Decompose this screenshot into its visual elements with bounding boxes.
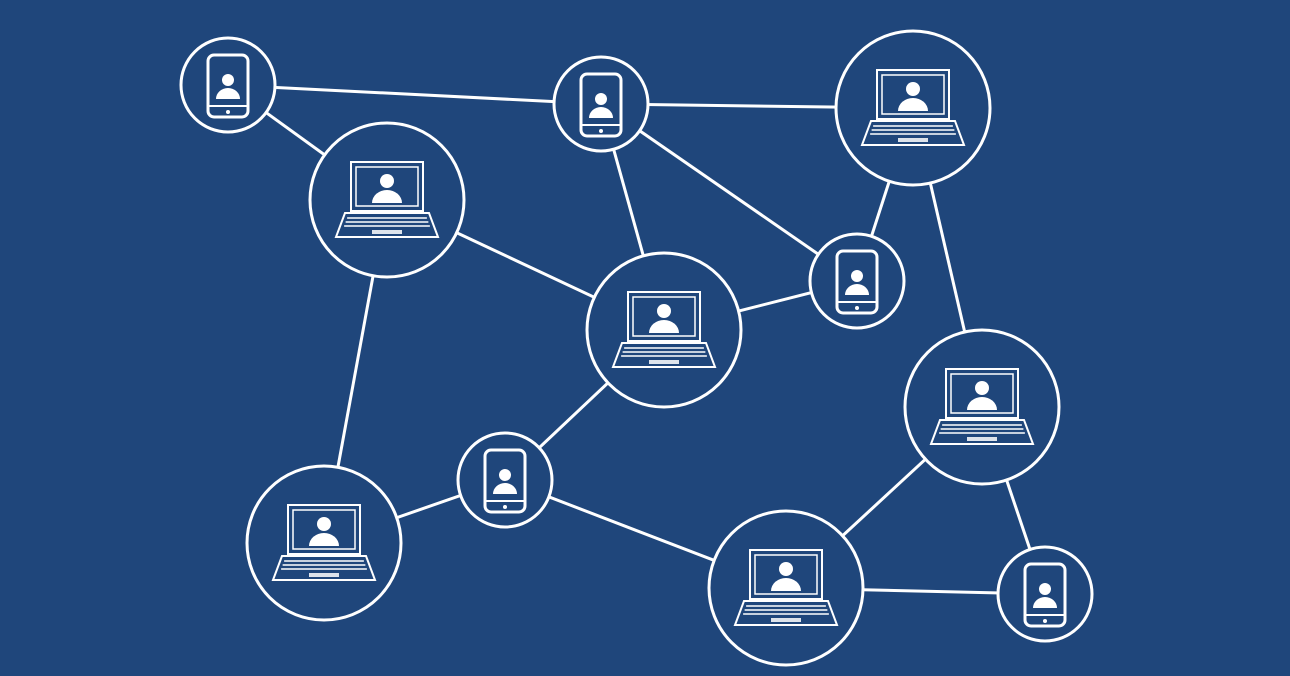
phone-icon — [579, 72, 623, 138]
phone-body — [579, 72, 623, 138]
home-button — [1043, 619, 1047, 623]
laptop-node — [308, 121, 466, 279]
home-button — [599, 129, 603, 133]
user-head-icon — [906, 82, 920, 96]
phone-node — [552, 55, 650, 153]
laptop-base — [733, 600, 839, 626]
connection-line — [600, 102, 858, 283]
phone-icon — [835, 249, 879, 315]
touchpad — [309, 573, 339, 577]
user-head-icon — [222, 74, 234, 86]
user-head-icon — [657, 304, 671, 318]
laptop-screen — [876, 69, 950, 120]
laptop-screen — [627, 291, 701, 342]
laptop-screen — [287, 504, 361, 555]
phone-icon — [483, 448, 527, 514]
user-body-icon — [845, 284, 869, 295]
user-head-icon — [851, 270, 863, 282]
laptop-icon — [860, 69, 966, 146]
phone-icon — [206, 53, 250, 119]
user-body-icon — [372, 190, 402, 203]
laptop-icon — [271, 504, 377, 581]
laptop-node — [245, 464, 403, 622]
home-button — [855, 306, 859, 310]
phone-node — [179, 36, 277, 134]
touchpad — [898, 138, 928, 142]
user-head-icon — [779, 562, 793, 576]
laptop-screen — [749, 549, 823, 600]
user-body-icon — [589, 107, 613, 118]
laptop-screen-inner — [881, 74, 945, 115]
touchpad — [967, 437, 997, 441]
laptop-screen — [945, 368, 1019, 419]
user-body-icon — [898, 98, 928, 111]
user-body-icon — [649, 320, 679, 333]
phone-body — [206, 53, 250, 119]
connection-line — [227, 83, 602, 106]
user-head-icon — [595, 93, 607, 105]
home-button — [226, 110, 230, 114]
user-head-icon — [317, 517, 331, 531]
home-button — [503, 505, 507, 509]
user-body-icon — [1033, 597, 1057, 608]
user-head-icon — [975, 381, 989, 395]
phone-body — [835, 249, 879, 315]
laptop-icon — [611, 291, 717, 368]
nodes — [179, 29, 1094, 667]
user-head-icon — [380, 174, 394, 188]
user-body-icon — [771, 578, 801, 591]
laptop-screen-inner — [292, 509, 356, 550]
laptop-base — [929, 419, 1035, 445]
user-body-icon — [967, 397, 997, 410]
phone-node — [456, 431, 554, 529]
user-body-icon — [309, 533, 339, 546]
phone-body — [483, 448, 527, 514]
laptop-node — [707, 509, 865, 667]
laptop-icon — [733, 549, 839, 626]
laptop-node — [834, 29, 992, 187]
laptop-base — [334, 212, 440, 238]
laptop-base — [611, 342, 717, 368]
phone-icon — [1023, 562, 1067, 628]
touchpad — [771, 618, 801, 622]
phone-body — [1023, 562, 1067, 628]
user-body-icon — [493, 483, 517, 494]
laptop-screen-inner — [355, 166, 419, 207]
laptop-node — [585, 251, 743, 409]
laptop-node — [903, 328, 1061, 486]
laptop-icon — [929, 368, 1035, 445]
touchpad — [372, 230, 402, 234]
touchpad — [649, 360, 679, 364]
laptop-screen-inner — [754, 554, 818, 595]
user-head-icon — [499, 469, 511, 481]
phone-node — [996, 545, 1094, 643]
laptop-base — [860, 120, 966, 146]
user-head-icon — [1039, 583, 1051, 595]
phone-node — [808, 232, 906, 330]
laptop-icon — [334, 161, 440, 238]
laptop-screen-inner — [950, 373, 1014, 414]
laptop-screen-inner — [632, 296, 696, 337]
laptop-base — [271, 555, 377, 581]
user-body-icon — [216, 88, 240, 99]
laptop-screen — [350, 161, 424, 212]
